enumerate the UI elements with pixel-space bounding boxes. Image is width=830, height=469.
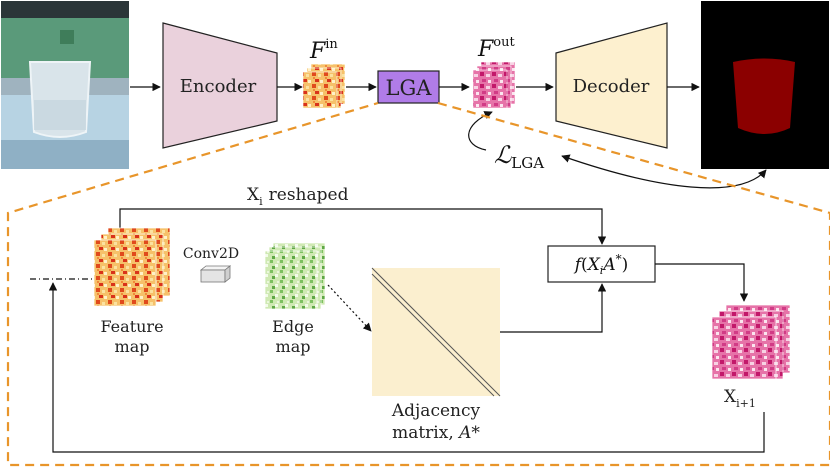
lga-detail-outline xyxy=(6,101,830,467)
function-label: f(XiA*) xyxy=(573,252,629,277)
x-next-label: Xi+1 xyxy=(724,387,756,410)
x-next-cube xyxy=(711,304,791,380)
f-in-cube xyxy=(302,63,346,109)
lga-label: LGA xyxy=(386,76,433,100)
f-out-cube xyxy=(472,61,516,109)
arrow-adjacency-to-func xyxy=(500,283,607,333)
arrow-func-to-xnext xyxy=(655,263,749,302)
input-photo xyxy=(1,1,129,169)
edge-map-cube xyxy=(264,242,326,310)
output-mask xyxy=(701,1,829,169)
f-out-label: Fout xyxy=(477,35,515,62)
encoder-label: Encoder xyxy=(180,76,257,97)
decoder-block xyxy=(555,22,668,149)
f-in-label: Fin xyxy=(309,37,338,64)
lga-block xyxy=(377,70,440,104)
arrow-xi-reshaped xyxy=(119,208,607,245)
encoder-block xyxy=(162,22,278,149)
adjacency-diagonal-1 xyxy=(371,267,501,397)
arrow-mask-to-loss xyxy=(561,154,767,189)
loss-label: ℒLGA xyxy=(494,141,544,172)
conv2d-block xyxy=(199,265,232,283)
adjacency-diagonal-2 xyxy=(371,273,495,397)
feature-map-cube xyxy=(93,227,171,307)
feedback-loop-arrow xyxy=(48,282,765,453)
arrow-edge-to-adjacency xyxy=(327,284,372,332)
function-box xyxy=(547,245,656,283)
decoder-label: Decoder xyxy=(573,76,650,97)
conv2d-label: Conv2D xyxy=(183,246,239,262)
